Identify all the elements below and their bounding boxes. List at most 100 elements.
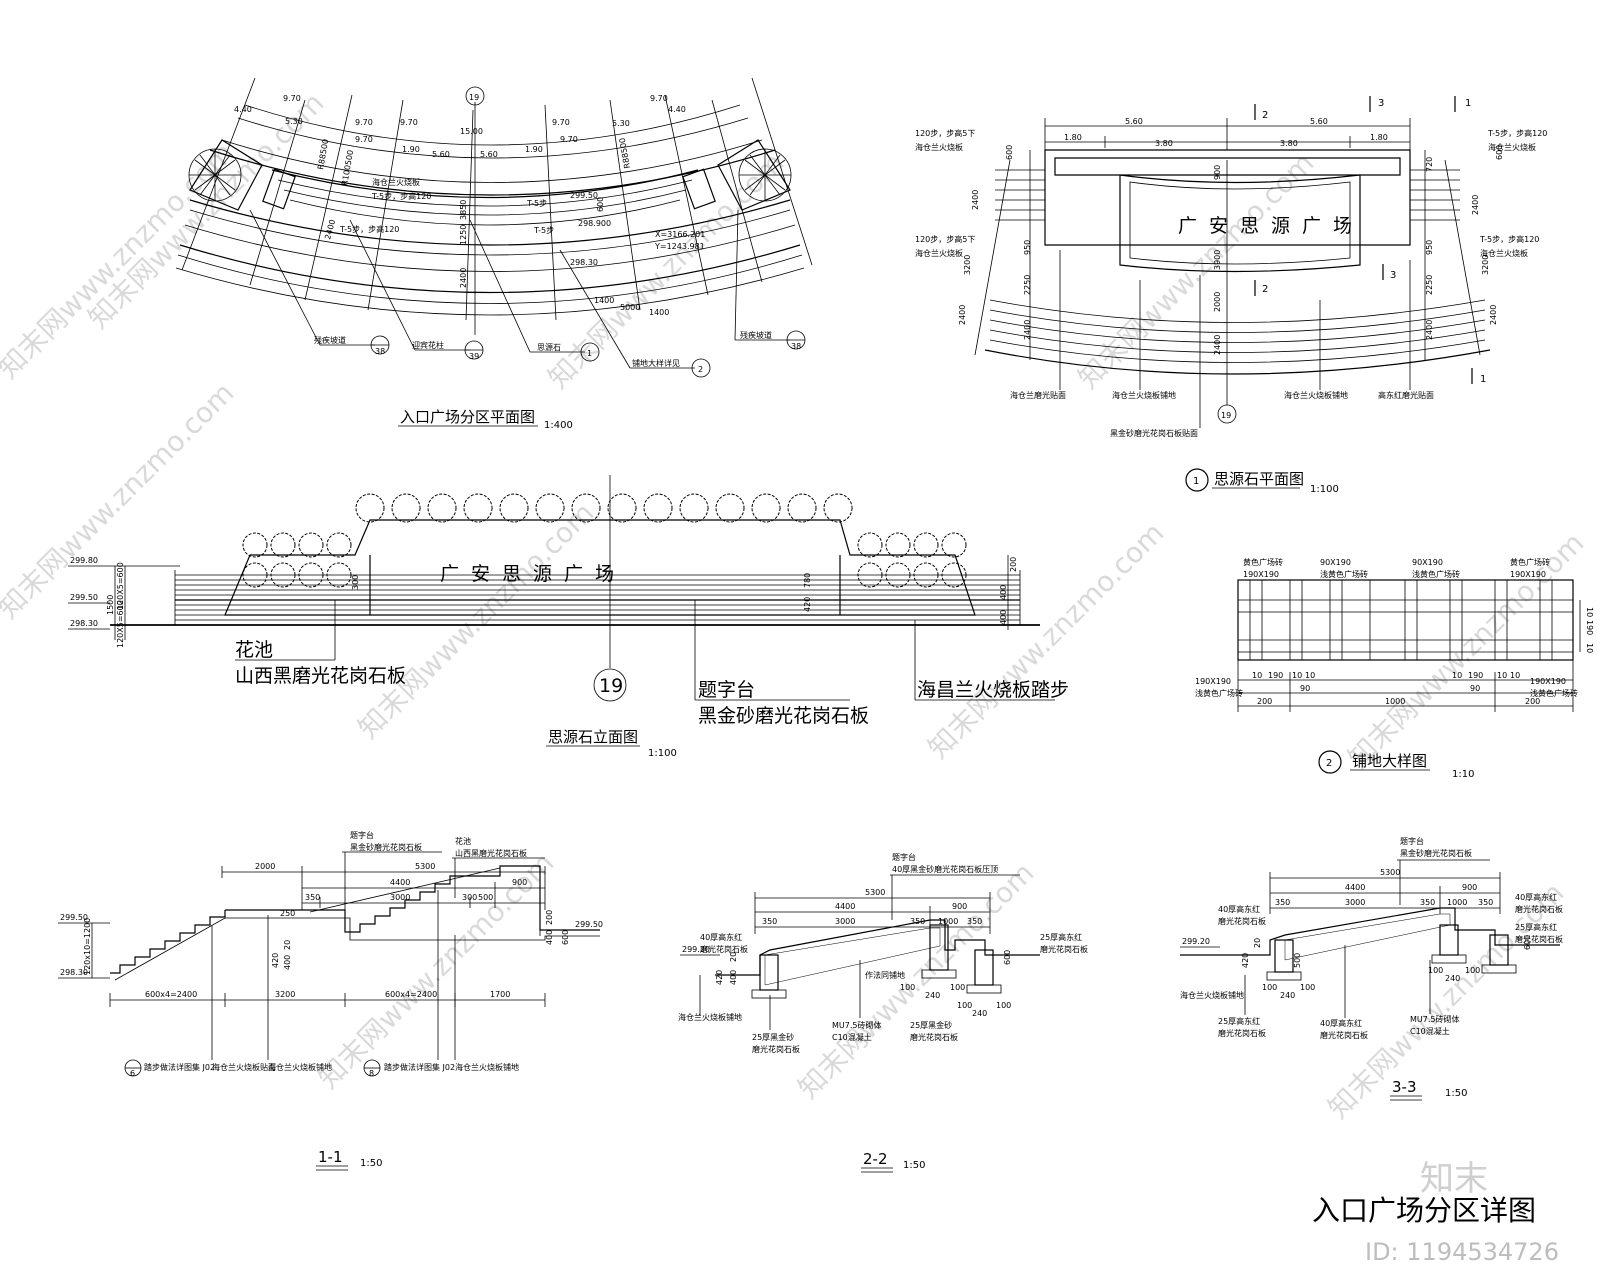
section-1-1-view: 题字台 黑金砂磨光花岗石板 花池 山西黑磨光花岗石板 2000 5300 440…: [58, 830, 603, 1171]
dim-text: 2400: [958, 305, 967, 325]
sheet-id: ID: 1194534726: [1365, 1238, 1559, 1266]
section-3-bottom-notes: 海仓兰火烧板铺地 25厚高东红 磨光花岗石板 40厚高东红 磨光花岗石板 MU7…: [1180, 945, 1459, 1040]
note-text: 海仓兰火烧板: [372, 177, 420, 187]
dim-text: 240: [1445, 974, 1460, 983]
dim-text: 100: [950, 983, 965, 992]
dim-text: 3900: [1213, 250, 1222, 270]
dim-text: 190: [1468, 671, 1483, 680]
section-3-title: 3-3: [1392, 1078, 1417, 1096]
level-text: 299.50: [570, 191, 598, 200]
section-3-dims: 5300 4400 900 350 3000 350 1000 350: [1275, 868, 1493, 907]
dim-text: 600x4=2400: [385, 990, 437, 999]
plan-radial-lines: [181, 77, 813, 321]
note-text: T-5步，步高120: [339, 224, 399, 234]
section-3-small-dims: 420 20 500 100 240 100 100 240 100 600: [1241, 935, 1532, 1000]
level-text: 299.50: [70, 593, 98, 602]
dim-text: 120X5=600: [116, 562, 125, 610]
dim-text: 5.60: [480, 150, 498, 159]
note-text: 磨光花岗石板: [752, 1044, 800, 1054]
section-1-bottom-dim-lines: [109, 890, 546, 1060]
shrub-symbol: [298, 532, 324, 558]
note-text: 黑金砂磨光花岗石板: [350, 842, 422, 852]
level-text: 298.30: [70, 619, 98, 628]
coord-text: X=3166.201: [655, 230, 705, 239]
dim-text: 120x10=1200: [83, 918, 92, 975]
dim-text: 5.30: [612, 119, 630, 128]
dim-text: 900: [952, 902, 967, 911]
paving-dims: 10 190 10 10 10 190 10 10 90 90 200 1000…: [1252, 607, 1594, 706]
note-text: 120步，步高5下: [915, 234, 975, 244]
dim-text: 5300: [1380, 868, 1400, 877]
dim-text: 3850: [459, 200, 468, 220]
dim-text: 100: [1465, 966, 1480, 975]
stone-plan-platform: [1044, 149, 1411, 273]
note-text: 海仓兰火烧板: [1488, 142, 1536, 152]
note-text: T-5步: [533, 226, 554, 235]
dim-text: 20: [1253, 938, 1262, 948]
watermark: 知末网www.znzmo.com: [0, 136, 240, 385]
note-text: 题字台: [350, 830, 374, 840]
note-text: 海仓兰火烧板: [915, 248, 963, 258]
dim-text: 2400: [1471, 195, 1480, 215]
dim-text: 9.70: [650, 94, 668, 103]
note-text: MU7.5砖砌体: [1410, 1014, 1459, 1024]
dim-text: 1700: [490, 990, 510, 999]
plan-callouts: 残疾坡道 38 迎宾花柱 39 思源石 1 铺地大样详见 2 残疾坡道 38: [314, 330, 806, 378]
note-text: 黑金砂磨光花岗石板贴面: [1110, 428, 1198, 438]
dim-text: 720: [1425, 157, 1434, 172]
dim-text: 100: [957, 1001, 972, 1010]
callout-number: 2: [698, 365, 703, 374]
elevation-levels: 299.80 299.50 298.30: [68, 556, 180, 640]
dim-text: 420: [1241, 953, 1250, 968]
elevation-flower-label: 花池: [235, 639, 273, 661]
dim-text: 350: [967, 917, 982, 926]
section-mark: 1: [1465, 98, 1471, 109]
note-text: 题字台: [892, 852, 916, 862]
dim-text: 9.70: [560, 135, 578, 144]
dim-text: 1250: [459, 225, 468, 245]
dim-text: 90: [1300, 684, 1310, 693]
note-text: 25厚黑金砂: [910, 1020, 952, 1030]
dim-text: 10: [1292, 671, 1302, 680]
elevation-axis-bubble: [593, 668, 627, 702]
dim-text: 400: [729, 970, 738, 985]
dim-text: 500: [1293, 953, 1302, 968]
note-text: 190X190: [1530, 677, 1566, 686]
note-text: 题字台: [1400, 836, 1424, 846]
section-1-dim-lines: [221, 866, 546, 910]
dim-text: 5.60: [1310, 117, 1328, 126]
stone-plan-left-dims: 600 2400 3200 2400 950 2250 2400: [958, 145, 1032, 340]
note-text: T-5步: [526, 199, 547, 208]
section-1-profile: [110, 865, 600, 981]
dim-text: 2250: [1023, 275, 1032, 295]
section-1-bottom-dims: 600x4=2400 3200 600x4=2400 1700: [145, 990, 510, 999]
section-2-top-labels: 题字台 40厚黑金砂磨光花岗石板压顶: [890, 852, 1020, 920]
dim-text: 15.00: [460, 127, 483, 136]
stone-plan-title: 思源石平面图: [1214, 470, 1304, 488]
dim-text: 950: [1023, 240, 1032, 255]
dim-text: 9.70: [355, 118, 373, 127]
shrub-symbol: [823, 493, 853, 523]
dim-text: 3.80: [1280, 139, 1298, 148]
note-text: 海仓兰火烧板: [1480, 248, 1528, 258]
callout-bubble: [580, 342, 600, 362]
note-text: C10混凝土: [1410, 1026, 1450, 1036]
note-text: 海仓兰火烧板铺地: [1180, 990, 1244, 1000]
elevation-platform-label: 题字台: [698, 679, 755, 701]
callout-number: 8: [369, 1069, 374, 1078]
dim-text: 5.60: [1125, 117, 1143, 126]
shrub-symbol: [270, 532, 296, 558]
footing-left: [1274, 939, 1294, 973]
elevation-body: [110, 519, 1040, 626]
dim-text: 350: [305, 893, 320, 902]
dim-text: 100: [1300, 983, 1315, 992]
section-3-dim-lines: [1269, 872, 1501, 914]
stone-plan-marker-number: 1: [1193, 476, 1199, 487]
dim-text: 1.90: [525, 145, 543, 154]
plaza-plan-view: 19 9.70 9.70 9.70 9.70 15.00 9.70 9.70 9…: [175, 77, 813, 431]
note-text: 25厚黑金砂: [752, 1032, 794, 1042]
callout-label: 残疾坡道: [314, 335, 346, 345]
dim-text: 950: [1425, 240, 1434, 255]
note-text: 浅黄色广场砖: [1320, 569, 1368, 579]
dim-text: 200: [1009, 557, 1018, 572]
